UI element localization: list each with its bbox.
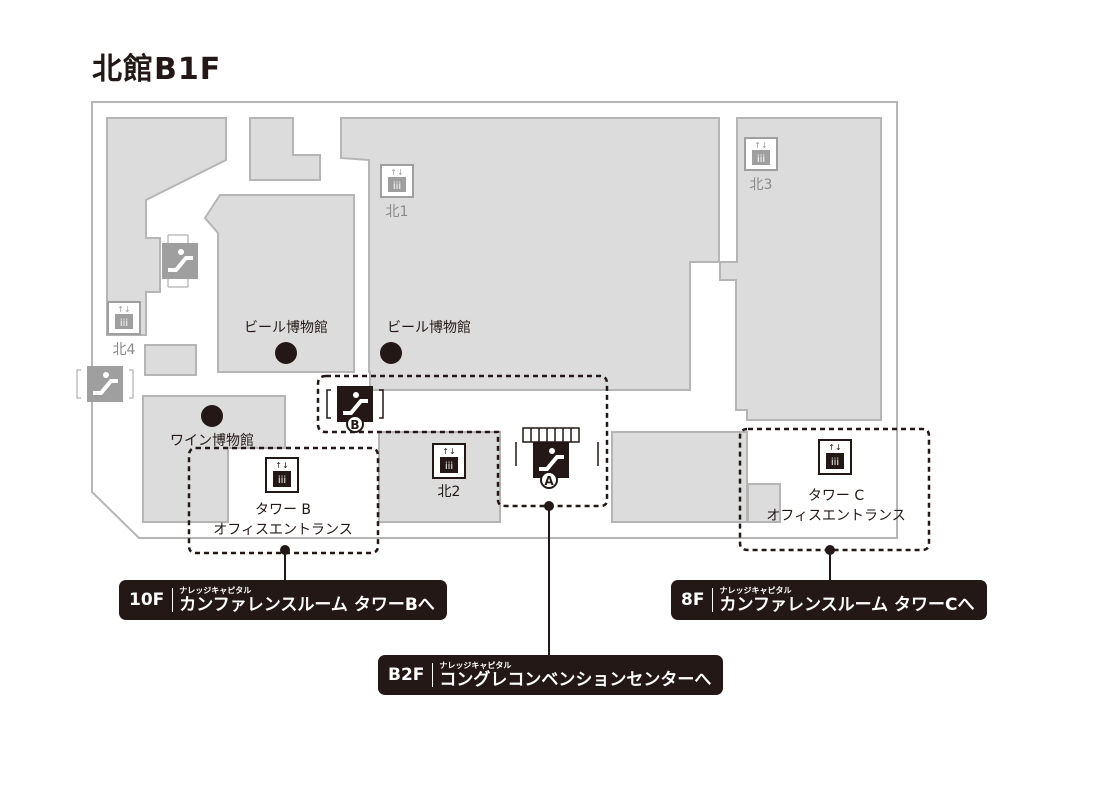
- svg-text:↑↓: ↑↓: [390, 168, 403, 177]
- label-beer-museum-left: ビール博物館: [244, 320, 328, 336]
- svg-text:↑↓: ↑↓: [117, 305, 130, 314]
- room-right-bottom: [611, 431, 748, 523]
- callout-tower-b[interactable]: 10F ナレッジキャピタル カンファレンスルーム タワーBへ: [119, 580, 447, 620]
- callout-separator: [432, 663, 434, 687]
- elevator-label-north3: 北3: [749, 177, 773, 193]
- escalator-a-grid: [515, 427, 599, 466]
- svg-text:iii: iii: [393, 181, 401, 192]
- room-beer-left: [203, 194, 355, 373]
- escalator-icon-gray-top[interactable]: [162, 234, 198, 288]
- room-tower-c-small: [747, 483, 781, 523]
- callout-escalator-a-sub: ナレッジキャピタル: [439, 660, 512, 670]
- svg-text:iii: iii: [278, 475, 286, 486]
- svg-text:iii: iii: [831, 457, 839, 468]
- label-wine-museum: ワイン博物館: [170, 433, 254, 449]
- poi-dot-beer-left[interactable]: [275, 342, 297, 364]
- marker-a: A: [540, 471, 558, 489]
- elevator-icon-north4[interactable]: ↑↓ iii: [107, 301, 141, 335]
- room-small-top: [249, 117, 321, 181]
- label-tower-b: タワー B オフィスエントランス: [213, 500, 352, 540]
- leader-dot-tower-b: [280, 545, 290, 555]
- elevator-icon-north2[interactable]: ↑↓ iii: [432, 443, 466, 479]
- tower-b-name: タワー B: [254, 502, 312, 518]
- poi-dot-wine[interactable]: [201, 405, 223, 427]
- callout-tower-c-sub: ナレッジキャピタル: [719, 585, 792, 595]
- tower-c-name: タワー C: [807, 488, 865, 504]
- room-right-tall: [719, 117, 882, 421]
- svg-text:↑↓: ↑↓: [275, 461, 288, 470]
- callout-separator: [712, 588, 714, 612]
- marker-b: B: [346, 415, 364, 433]
- svg-text:↑↓: ↑↓: [754, 141, 767, 150]
- elevator-label-north4: 北4: [112, 342, 136, 358]
- svg-text:iii: iii: [757, 154, 765, 165]
- elevator-icon-north1[interactable]: ↑↓ iii: [380, 164, 414, 198]
- tower-b-entrance: オフィスエントランス: [213, 522, 353, 538]
- label-beer-museum-right: ビール博物館: [387, 320, 471, 336]
- marker-b-letter: B: [350, 418, 359, 432]
- marker-a-letter: A: [544, 474, 554, 488]
- callout-tower-b-floor: 10F: [129, 590, 165, 610]
- callout-escalator-a-floor: B2F: [388, 665, 425, 685]
- elevator-icon-tower-b[interactable]: ↑↓ iii: [265, 457, 299, 493]
- callout-escalator-a[interactable]: B2F ナレッジキャピタル コングレコンベンションセンターへ: [378, 655, 724, 695]
- poi-dot-beer-right[interactable]: [380, 342, 402, 364]
- callout-escalator-a-main: コングレコンベンションセンターへ: [439, 669, 712, 690]
- svg-text:↑↓: ↑↓: [828, 443, 841, 452]
- callout-tower-c-floor: 8F: [681, 590, 705, 610]
- page-title: 北館B1F: [92, 52, 222, 87]
- elevator-label-north1: 北1: [385, 204, 409, 220]
- svg-text:iii: iii: [445, 461, 453, 472]
- zone-tower-b: [187, 446, 380, 555]
- callout-tower-b-sub: ナレッジキャピタル: [179, 585, 252, 595]
- escalator-icon-gray-left[interactable]: [76, 366, 134, 402]
- svg-text:iii: iii: [120, 318, 128, 329]
- svg-text:↑↓: ↑↓: [442, 447, 455, 456]
- callout-tower-c-main: カンファレンスルーム タワーCへ: [719, 594, 975, 615]
- elevator-icon-north3[interactable]: ↑↓ iii: [744, 137, 778, 171]
- callout-tower-b-main: カンファレンスルーム タワーBへ: [179, 594, 435, 615]
- tower-c-entrance: オフィスエントランス: [766, 508, 906, 524]
- leader-dot-escalator-a: [544, 501, 554, 511]
- callout-separator: [172, 588, 174, 612]
- elevator-label-north2: 北2: [437, 484, 461, 500]
- callout-tower-c[interactable]: 8F ナレッジキャピタル カンファレンスルーム タワーCへ: [671, 580, 987, 620]
- leader-dot-tower-c: [825, 545, 835, 555]
- elevator-icon-tower-c[interactable]: ↑↓ iii: [818, 439, 852, 475]
- zone-tower-c: [738, 427, 931, 552]
- label-tower-c: タワー C オフィスエントランス: [766, 486, 905, 526]
- room-small-mid: [144, 344, 197, 376]
